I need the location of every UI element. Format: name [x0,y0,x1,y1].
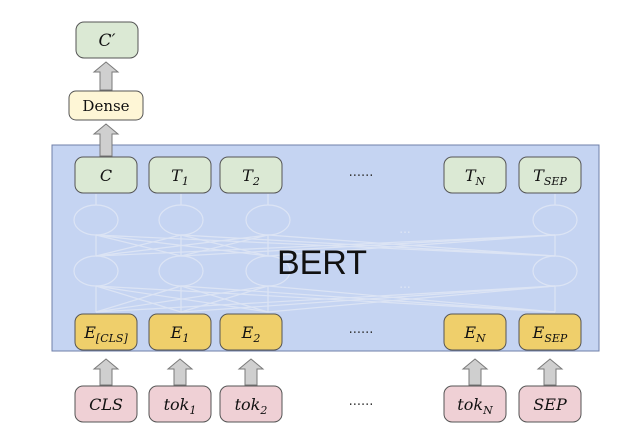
network-edge-12 [95,234,556,257]
embedding-box-0 [74,313,138,351]
network-ellipsis-lower: ... [399,277,410,291]
token-label-base-1: tok [164,395,190,414]
output-label-1: T1 [171,166,189,188]
token-label-2: tok2 [235,395,268,417]
network-edge-25 [180,285,269,313]
output-label-base-3: T [465,166,477,185]
embedding-label-2: E2 [241,323,261,345]
embedding-box-2 [219,313,283,351]
embedding-row-ellipsis: ...... [349,322,374,337]
embedding-label-base-3: E [463,323,476,342]
embedding-label-sub-2: 2 [252,332,260,345]
output-label-sub-3: N [475,175,486,188]
network-edge-9 [180,234,269,257]
output-box-1 [148,156,212,194]
token-label-sub-3: N [482,404,493,417]
embedding-label-sub-1: 1 [182,332,189,345]
output-box-0 [74,156,138,194]
embedding-label-base-0: E [83,323,96,342]
bert-label: BERT [277,244,367,282]
token-label-sub-1: 1 [189,404,196,417]
token-label-base-3: tok [457,395,483,414]
dense-label: Dense [82,97,129,115]
token-label-4: SEP [533,395,567,414]
network-edge-4 [95,234,182,257]
arrows [92,61,564,386]
embedding-label-sub-3: N [475,332,486,345]
output-label-base-4: T [533,166,545,185]
output-row-ellipsis: ...... [349,165,374,180]
token-to-embedding-arrow-3 [461,358,489,386]
token-label-base-4: SEP [533,395,567,414]
embedding-box-4 [518,313,582,351]
token-label-3: tokN [457,395,493,417]
output-label-2: T2 [242,166,260,188]
token-box-2 [219,385,283,423]
output-box-3 [443,156,507,194]
output-label-base-0: C [100,166,112,185]
output-label-sub-2: 2 [252,175,260,188]
network-edge-13 [180,234,556,257]
output-label-3: TN [465,166,486,188]
token-label-base-0: CLS [89,395,123,414]
token-to-embedding-arrow-2 [237,358,265,386]
network-ellipsis-upper: ... [399,222,410,236]
top-output-label: C′ [99,31,116,51]
dense-box [68,90,144,121]
token-label-1: tok1 [164,395,197,417]
output-label-sub-4: SEP [544,175,568,188]
token-label-base-2: tok [235,395,261,414]
network-edge-8 [95,234,269,257]
token-to-embedding-arrow-0 [92,358,120,386]
top-output-box [75,21,139,59]
token-to-embedding-arrow-1 [166,358,194,386]
embedding-box-3 [443,313,507,351]
output-label-sub-1: 1 [182,175,189,188]
token-box-1 [148,385,212,423]
network-edge-14 [267,234,556,257]
embedding-label-sub-0: [CLS] [96,332,129,345]
network-edge-20 [95,285,182,313]
token-label-sub-2: 2 [259,404,267,417]
token-row-ellipsis: ...... [349,394,374,409]
cls-to-dense-arrow [92,123,120,157]
output-label-base-2: T [242,166,254,185]
token-box-0 [74,385,138,423]
output-box-4 [518,156,582,194]
embedding-label-sub-4: SEP [544,332,568,345]
network-edge-24 [95,285,269,313]
token-box-3 [443,385,507,423]
embedding-label-4: ESEP [532,323,568,345]
token-box-4 [518,385,582,423]
embedding-label-base-2: E [241,323,254,342]
token-label-0: CLS [89,395,123,414]
output-label-0: C [100,166,112,185]
embedding-label-base-4: E [532,323,545,342]
network-edge-30 [267,285,556,313]
network-edge-29 [180,285,556,313]
embedding-label-1: E1 [170,323,190,345]
embedding-box-1 [148,313,212,351]
network-edge-28 [95,285,556,313]
token-to-embedding-arrow-4 [536,358,564,386]
bert-internal-network [73,194,578,313]
embedding-label-0: E[CLS] [83,323,128,345]
output-box-2 [219,156,283,194]
embedding-label-base-1: E [170,323,183,342]
output-label-base-1: T [171,166,183,185]
output-label-4: TSEP [533,166,567,188]
dense-to-output-arrow [92,61,120,91]
embedding-label-3: EN [463,323,486,345]
